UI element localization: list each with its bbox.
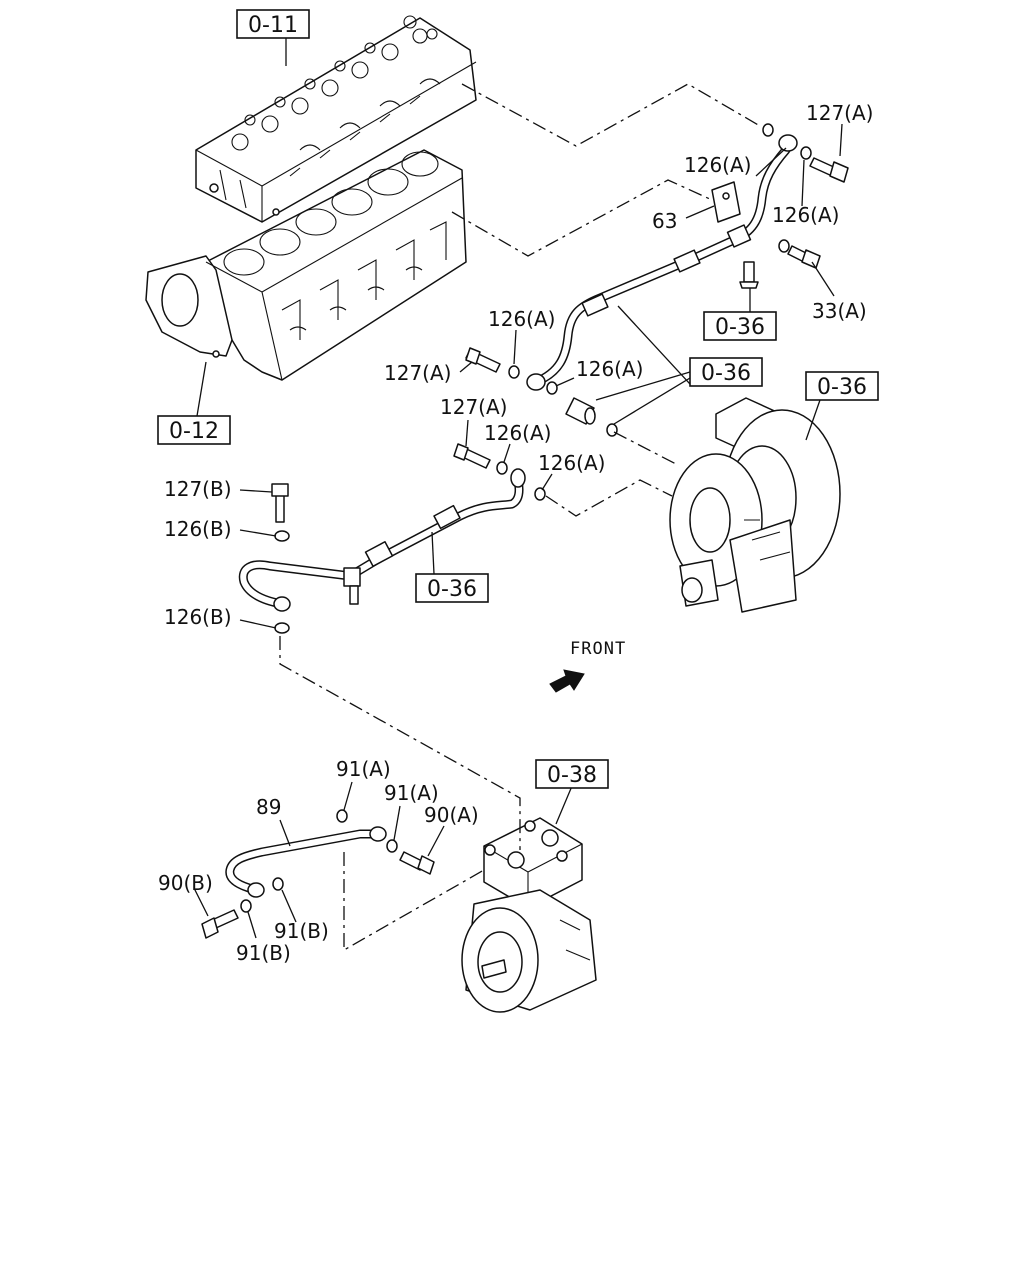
- lower-oil-pipe-drawing: [238, 468, 526, 634]
- callout-126a-low2: 126(A): [538, 451, 605, 475]
- callout-91b-right: 91(B): [274, 919, 329, 943]
- callout-126b-top: 126(B): [164, 517, 232, 541]
- callout-126a-top: 126(A): [684, 153, 751, 177]
- ref-compressor[interactable]: 0-38: [535, 759, 609, 789]
- mid-fittings-drawing: [453, 347, 618, 501]
- callout-90b: 90(B): [158, 871, 213, 895]
- ref-lower-pipe-label: 0-36: [427, 577, 477, 602]
- callout-126a-mid: 126(A): [488, 307, 555, 331]
- leader-lines: [193, 36, 843, 939]
- air-compressor-drawing: [461, 817, 597, 1013]
- callout-91a-top: 91(A): [336, 757, 391, 781]
- ref-cyl-head-label: 0-11: [248, 13, 298, 38]
- cylinder-block-drawing: [145, 149, 467, 381]
- callout-126b-bot: 126(B): [164, 605, 232, 629]
- callout-63: 63: [652, 209, 677, 233]
- callout-91b-bot: 91(B): [236, 941, 291, 965]
- callout-126a-right: 126(A): [772, 203, 839, 227]
- callout-127a-mid: 127(A): [384, 361, 451, 385]
- callout-126a-mid2: 126(A): [576, 357, 643, 381]
- turbocharger-drawing: [669, 397, 841, 613]
- ref-cyl-head[interactable]: 0-11: [236, 9, 310, 39]
- ref-upper-pipe-label: 0-36: [715, 315, 765, 340]
- ref-upper-pipe[interactable]: 0-36: [703, 311, 777, 341]
- ref-turbo[interactable]: 0-36: [805, 371, 879, 401]
- ref-compressor-label: 0-38: [547, 763, 597, 788]
- ref-mid-group-label: 0-36: [701, 361, 751, 386]
- small-pipe-89-drawing: [201, 809, 435, 939]
- callout-127a-top: 127(A): [806, 101, 873, 125]
- callout-127a-low: 127(A): [440, 395, 507, 419]
- connection-lines: [279, 83, 761, 952]
- cylinder-head-drawing: [195, 15, 477, 223]
- callout-90a: 90(A): [424, 803, 479, 827]
- callout-91a-mid: 91(A): [384, 781, 439, 805]
- front-label: FRONT: [570, 639, 626, 659]
- ref-turbo-label: 0-36: [817, 375, 867, 400]
- ref-cyl-block[interactable]: 0-12: [157, 415, 231, 445]
- callout-126a-low: 126(A): [484, 421, 551, 445]
- ref-mid-group[interactable]: 0-36: [689, 357, 763, 387]
- callout-127b: 127(B): [164, 477, 232, 501]
- ref-cyl-block-label: 0-12: [169, 419, 219, 444]
- upper-oil-pipe-drawing: [526, 123, 849, 391]
- ref-lower-pipe[interactable]: 0-36: [415, 573, 489, 603]
- front-arrow-icon: [549, 669, 585, 693]
- callout-33a: 33(A): [812, 299, 867, 323]
- callout-89: 89: [256, 795, 281, 819]
